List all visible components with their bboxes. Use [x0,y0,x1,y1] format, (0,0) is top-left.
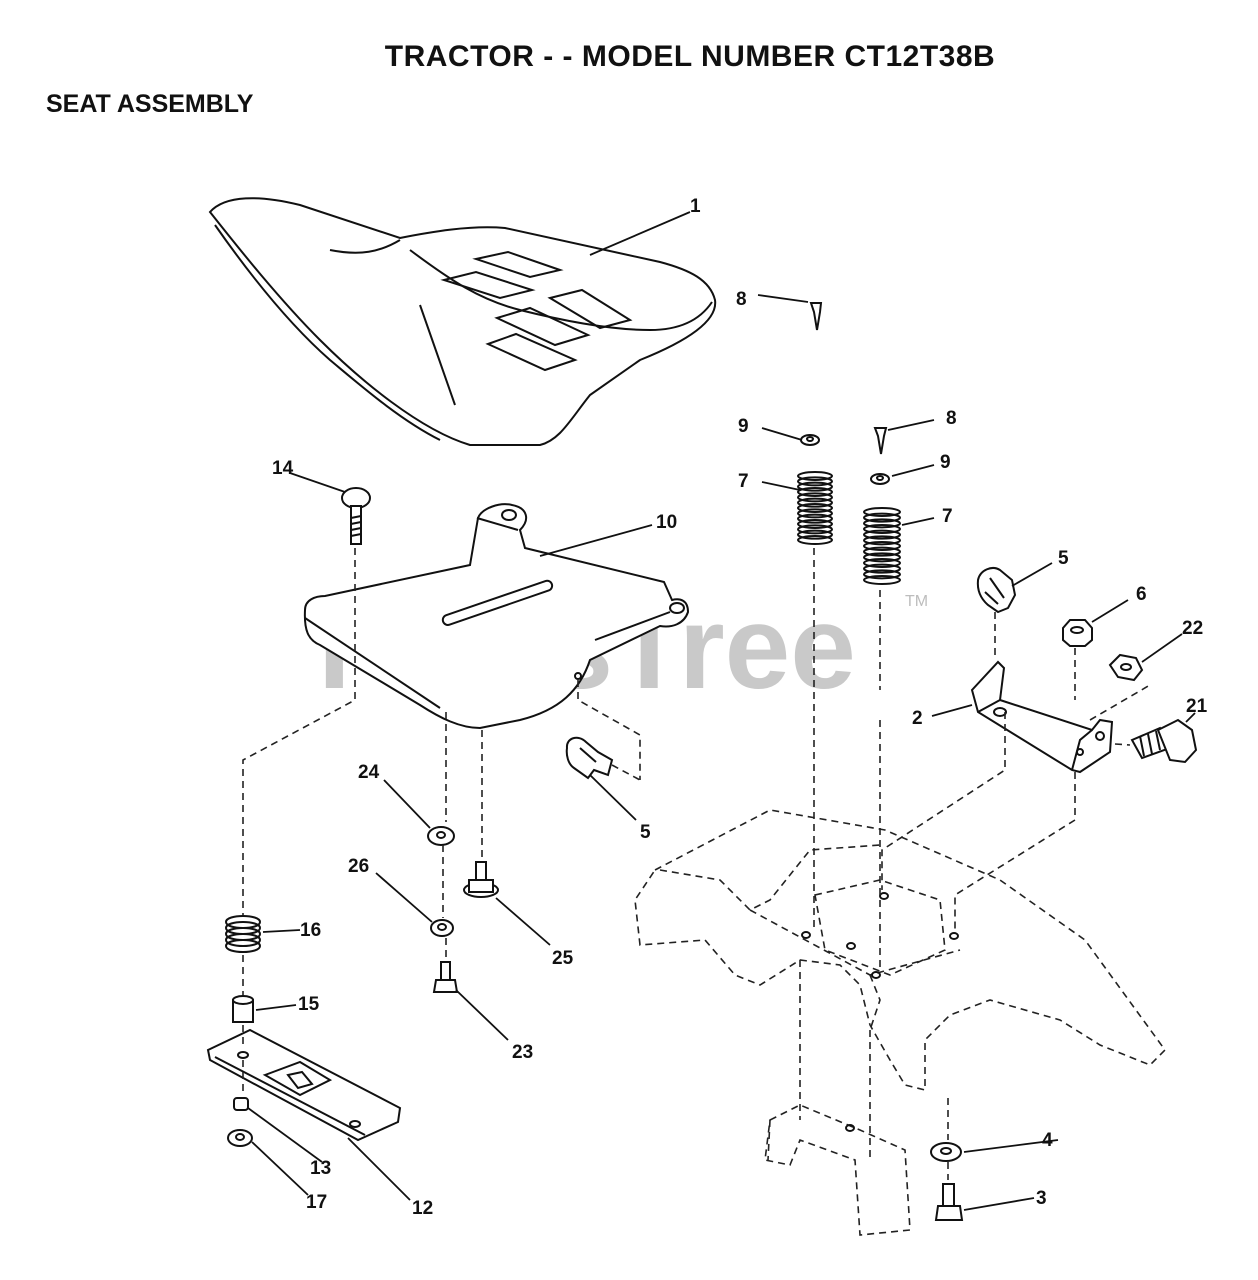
pin-right-part [873,427,888,455]
hex-bolt-part [463,861,499,898]
slide-bracket-part [206,1028,402,1142]
callout-1: 1 [690,196,701,217]
callout-14: 14 [272,458,294,479]
assembly-lines [242,548,1151,1180]
small-screw-part [432,961,459,993]
spring-right-part [863,507,901,585]
callout-labels: 1 14 10 8 9 7 8 9 7 5 6 22 21 2 5 24 26 … [272,196,1208,1219]
clip-left-part [565,736,614,780]
callout-22: 22 [1182,618,1203,639]
callout-9-right: 9 [940,452,951,473]
spring-left-part [797,471,833,545]
spring-coil [863,535,901,546]
spring-coil [797,535,833,545]
washer-lock-part [430,919,454,937]
clip-right-part [976,567,1017,614]
callout-6: 6 [1136,584,1147,605]
callout-5-right: 5 [1058,548,1069,569]
callout-2: 2 [912,708,923,729]
spring-coil [863,558,901,568]
callout-7-right: 7 [942,506,953,527]
lock-nut-part [1108,653,1144,682]
shoulder-bolt-part [1130,718,1198,764]
spring-coil [797,508,833,519]
spring-coil [797,503,833,513]
spring-coil [863,546,901,557]
spring-coil [863,552,901,563]
callout-23: 23 [512,1042,533,1063]
spring-coil [863,524,901,534]
spring-coil [797,529,833,540]
nut-small-part [233,1097,249,1111]
washer-flange-part [227,1129,253,1147]
washer-small-right-part [870,473,890,485]
callout-17: 17 [306,1192,327,1213]
tractor-frame-outline [634,809,1167,1236]
spring-coil [797,492,833,503]
callout-8-right: 8 [946,408,957,429]
callout-5-left: 5 [640,822,651,843]
spring-coil [797,487,833,497]
spring-coil [863,507,901,517]
watermark-trademark: TM [905,593,928,610]
seat-part [208,197,717,446]
callout-25: 25 [552,948,574,969]
page-title: TRACTOR - - MODEL NUMBER CT12T38B [384,40,996,73]
washer-small-left-part [800,434,820,446]
spring-coil [863,518,901,529]
callout-10: 10 [656,512,677,533]
callout-4: 4 [1042,1130,1053,1151]
callout-7-left: 7 [738,471,749,492]
spring-coil [863,529,901,540]
spring-coil [797,524,833,535]
spring-coil [863,569,901,580]
spring-coil [863,541,901,551]
callout-13: 13 [310,1158,331,1179]
callout-3: 3 [1036,1188,1047,1209]
callout-24: 24 [358,762,380,783]
carriage-bolt-part [341,487,371,545]
leader-lines [247,211,1196,1211]
spring-coil [797,497,833,508]
frame-holes [801,892,959,1132]
section-title: SEAT ASSEMBLY [46,90,254,118]
washer-flat-part [427,826,455,846]
seat-pan-part [303,503,690,730]
callout-16: 16 [300,920,321,941]
callout-9-left: 9 [738,416,749,437]
spacer-part [232,995,254,1023]
callout-26: 26 [348,856,369,877]
spring-coil [797,481,833,492]
nut-part [1062,619,1093,647]
callout-8-left: 8 [736,289,747,310]
bracket-part [970,660,1114,774]
spring-small-part [224,915,262,953]
spring-coil [797,476,833,487]
pin-left-part [809,302,823,331]
callout-12: 12 [412,1198,433,1219]
spring-coil [863,563,901,574]
spring-coil [863,512,901,523]
callout-15: 15 [298,994,320,1015]
spring-coil [797,519,833,529]
bolt-bottom-part [934,1183,964,1221]
washer-bottom-part [930,1142,962,1162]
spring-coil [797,513,833,524]
callout-21: 21 [1186,696,1208,717]
spring-coil [863,575,901,585]
spring-coil [797,471,833,481]
